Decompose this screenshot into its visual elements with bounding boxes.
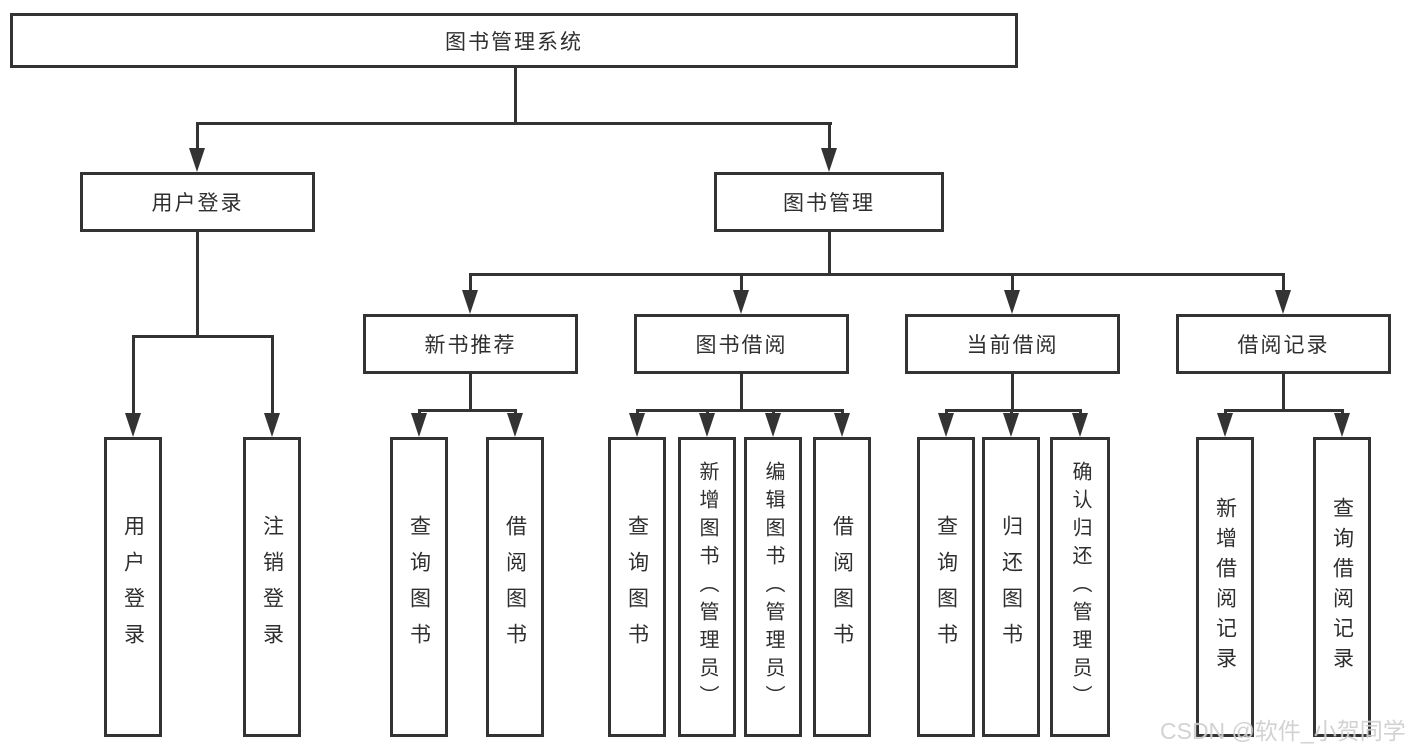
connector-line: [772, 409, 775, 415]
leaf-add-borrow-record-label: 新增借阅记录: [1213, 497, 1237, 677]
connector-line: [1341, 409, 1344, 415]
leaf-query-books-3: 查询图书: [917, 437, 975, 737]
arrow-down-icon: [411, 413, 427, 437]
node-library-system: 图书管理系统: [10, 13, 1018, 68]
leaf-confirm-return-admin: 确认归还（管理员）: [1050, 437, 1110, 737]
node-new-book-recommend-label: 新书推荐: [424, 334, 517, 357]
leaf-borrow-books-2-label: 借阅图书: [830, 515, 854, 659]
arrow-down-icon: [264, 413, 280, 437]
connector-line: [1011, 273, 1014, 292]
arrow-down-icon: [1072, 413, 1088, 437]
connector-line: [418, 409, 421, 415]
node-current-borrow-label: 当前借阅: [966, 334, 1059, 357]
leaf-user-login-label: 用户登录: [121, 515, 145, 659]
arrow-down-icon: [189, 148, 205, 172]
connector-line: [1011, 374, 1014, 409]
leaf-return-books: 归还图书: [982, 437, 1040, 737]
connector-line: [1282, 273, 1285, 292]
connector-line: [469, 273, 472, 292]
node-book-management-label: 图书管理: [783, 192, 875, 215]
connector-line: [636, 409, 639, 415]
leaf-borrow-books-1: 借阅图书: [486, 437, 544, 737]
connector-line: [271, 335, 274, 413]
node-user-login-label: 用户登录: [151, 192, 244, 215]
connector-line: [1010, 409, 1013, 415]
leaf-add-borrow-record: 新增借阅记录: [1196, 437, 1254, 737]
connector-line: [514, 409, 517, 415]
connector-line: [196, 232, 199, 335]
connector-line: [828, 232, 831, 273]
connector-line: [469, 273, 1285, 276]
connector-line: [469, 374, 472, 409]
arrow-down-icon: [765, 413, 781, 437]
node-new-book-recommend: 新书推荐: [363, 314, 578, 374]
leaf-borrow-books-2: 借阅图书: [813, 437, 871, 737]
leaf-query-books-1: 查询图书: [390, 437, 448, 737]
leaf-query-books-2: 查询图书: [608, 437, 666, 737]
connector-line: [828, 122, 831, 150]
connector-line: [1079, 409, 1082, 415]
connector-line: [132, 335, 274, 338]
connector-line: [132, 335, 135, 413]
arrow-down-icon: [733, 290, 749, 314]
leaf-logout: 注销登录: [243, 437, 301, 737]
node-book-borrow: 图书借阅: [634, 314, 849, 374]
leaf-user-login: 用户登录: [104, 437, 162, 737]
node-user-login: 用户登录: [80, 172, 315, 232]
connector-line: [841, 409, 844, 415]
arrow-down-icon: [1275, 290, 1291, 314]
connector-line: [1224, 409, 1344, 412]
connector-line: [636, 409, 844, 412]
connector-line: [945, 409, 1082, 412]
node-borrow-records: 借阅记录: [1176, 314, 1391, 374]
node-current-borrow: 当前借阅: [905, 314, 1120, 374]
leaf-query-books-3-label: 查询图书: [934, 515, 958, 659]
node-library-system-label: 图书管理系统: [445, 30, 583, 54]
connector-line: [740, 273, 743, 292]
connector-line: [945, 409, 948, 415]
node-borrow-records-label: 借阅记录: [1237, 334, 1330, 357]
node-book-management: 图书管理: [714, 172, 944, 232]
connector-line: [1224, 409, 1227, 415]
arrow-down-icon: [125, 413, 141, 437]
connector-line: [740, 374, 743, 409]
arrow-down-icon: [462, 290, 478, 314]
leaf-edit-books-admin: 编辑图书（管理员）: [744, 437, 802, 737]
connector-line: [418, 409, 517, 412]
leaf-logout-label: 注销登录: [260, 515, 284, 659]
leaf-query-borrow-record: 查询借阅记录: [1313, 437, 1371, 737]
connector-line: [196, 122, 832, 125]
leaf-query-borrow-record-label: 查询借阅记录: [1330, 497, 1354, 677]
arrow-down-icon: [629, 413, 645, 437]
arrow-down-icon: [834, 413, 850, 437]
connector-line: [1282, 374, 1285, 409]
leaf-query-books-1-label: 查询图书: [407, 515, 431, 659]
connector-line: [196, 122, 199, 150]
arrow-down-icon: [507, 413, 523, 437]
arrow-down-icon: [1334, 413, 1350, 437]
arrow-down-icon: [821, 148, 837, 172]
connector-line: [514, 68, 517, 122]
arrow-down-icon: [1217, 413, 1233, 437]
leaf-add-books-admin: 新增图书（管理员）: [678, 437, 736, 737]
leaf-confirm-return-admin-label: 确认归还（管理员）: [1069, 461, 1091, 713]
leaf-return-books-label: 归还图书: [999, 515, 1023, 659]
leaf-borrow-books-1-label: 借阅图书: [503, 515, 527, 659]
arrow-down-icon: [1004, 290, 1020, 314]
watermark: CSDN @软件_小贺同学: [1160, 718, 1405, 744]
leaf-add-books-admin-label: 新增图书（管理员）: [696, 461, 718, 713]
arrow-down-icon: [699, 413, 715, 437]
leaf-query-books-2-label: 查询图书: [625, 515, 649, 659]
arrow-down-icon: [1003, 413, 1019, 437]
node-book-borrow-label: 图书借阅: [695, 334, 788, 357]
leaf-edit-books-admin-label: 编辑图书（管理员）: [762, 461, 784, 713]
connector-line: [706, 409, 709, 415]
arrow-down-icon: [938, 413, 954, 437]
